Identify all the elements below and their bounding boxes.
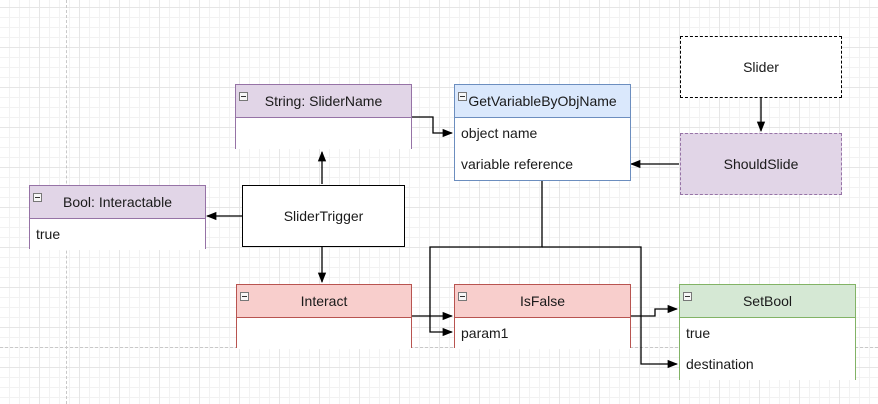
getvariable-node[interactable]: GetVariableByObjName object name variabl… xyxy=(454,84,631,181)
string-slidername-node[interactable]: String: SliderName xyxy=(235,84,412,149)
port-true[interactable]: true xyxy=(680,318,855,349)
page-break-guide-horizontal xyxy=(0,347,878,348)
setbool-node[interactable]: SetBool true destination xyxy=(679,284,856,380)
edge-string-slidername-to-object-name[interactable] xyxy=(412,116,454,138)
collapse-icon[interactable] xyxy=(239,92,248,101)
node-title: String: SliderName xyxy=(264,93,383,109)
interact-node[interactable]: Interact xyxy=(236,284,412,349)
node-header[interactable]: String: SliderName xyxy=(236,85,411,118)
node-header[interactable]: IsFalse xyxy=(455,285,630,318)
collapse-icon[interactable] xyxy=(683,292,692,301)
edge-getvariable-to-destination[interactable] xyxy=(542,246,679,369)
collapse-icon[interactable] xyxy=(240,292,249,301)
node-label: SliderTrigger xyxy=(283,208,364,224)
collapse-icon[interactable] xyxy=(458,292,467,301)
bool-interactable-node[interactable]: Bool: Interactable true xyxy=(29,185,206,250)
node-title: IsFalse xyxy=(519,293,566,309)
node-label: ShouldSlide xyxy=(723,156,799,172)
isfalse-node[interactable]: IsFalse param1 xyxy=(454,284,631,349)
node-header[interactable]: Interact xyxy=(237,285,411,318)
port-destination[interactable]: destination xyxy=(680,349,855,380)
slidertrigger-node[interactable]: SliderTrigger xyxy=(242,185,405,247)
node-title: SetBool xyxy=(742,293,793,309)
node-row: true xyxy=(30,219,205,250)
node-title: Bool: Interactable xyxy=(63,194,172,210)
node-row xyxy=(236,118,411,149)
node-label: Slider xyxy=(743,59,779,75)
port-object-name[interactable]: object name xyxy=(455,118,630,149)
slider-node[interactable]: Slider xyxy=(680,36,842,98)
shouldslide-node[interactable]: ShouldSlide xyxy=(680,133,842,195)
node-row xyxy=(237,318,411,349)
node-title: Interact xyxy=(300,293,348,309)
node-title: GetVariableByObjName xyxy=(468,93,617,109)
collapse-icon[interactable] xyxy=(458,92,467,101)
collapse-icon[interactable] xyxy=(33,193,42,202)
edge-getvariable-to-param1[interactable] xyxy=(429,181,543,337)
node-header[interactable]: GetVariableByObjName xyxy=(455,85,630,118)
node-header[interactable]: Bool: Interactable xyxy=(30,186,205,219)
port-param1[interactable]: param1 xyxy=(455,318,630,349)
port-variable-reference[interactable]: variable reference xyxy=(455,149,630,180)
edge-isfalse-to-setbool[interactable] xyxy=(631,304,679,317)
node-header[interactable]: SetBool xyxy=(680,285,855,318)
